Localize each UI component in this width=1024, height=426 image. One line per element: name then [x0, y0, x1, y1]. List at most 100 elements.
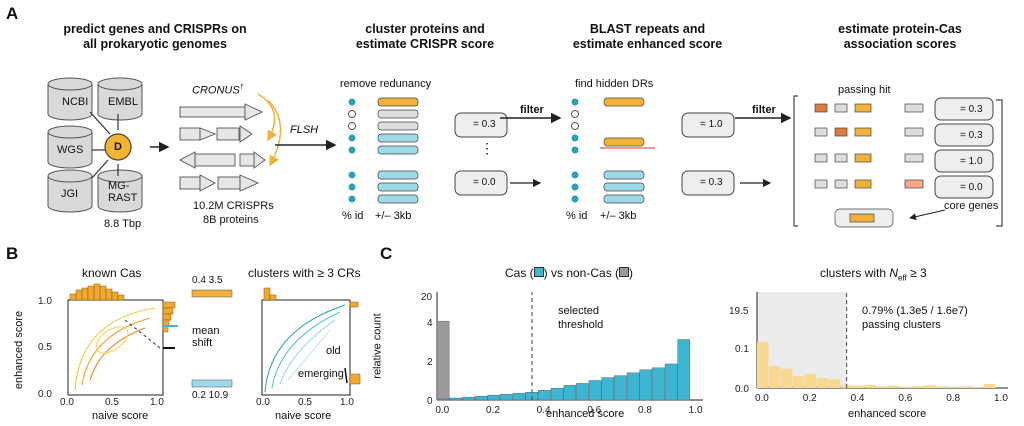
c-left-xlabel: enhanced score [546, 408, 625, 420]
bar-0-1-11 [576, 383, 589, 401]
c-xtick-0-3: 0.6 [587, 405, 601, 416]
bar-1-0-18 [972, 387, 984, 388]
bar-1-0-13 [912, 386, 924, 388]
c-passing-text: 0.79% (1.3e5 / 1.6e7) passing clusters [862, 305, 968, 331]
bar-1-0-12 [900, 386, 912, 388]
svg-text:1.0: 1.0 [150, 397, 164, 408]
window-label-1: +/– 3kb [375, 210, 412, 222]
score-box-1 [454, 112, 508, 138]
b-emerging-label: emerging [298, 368, 344, 380]
svg-text:1.0: 1.0 [340, 397, 354, 408]
c-xtick-1-3: 0.6 [898, 393, 912, 404]
db-hub-label: D [114, 141, 122, 153]
db-ncbi [47, 77, 93, 121]
c-right-title: clusters with Neff ≥ 3 [820, 266, 927, 283]
assoc-score-3: = 1.0 [960, 156, 983, 167]
svg-text:0.5: 0.5 [298, 397, 312, 408]
c-right-xlabel: enhanced score [848, 408, 927, 420]
bar-0-1-5 [500, 393, 513, 401]
panel-a-diagram [47, 77, 1003, 228]
bar-1-0-15 [936, 386, 948, 388]
window-label-2: +/– 3kb [600, 210, 637, 222]
svg-text:0.0: 0.0 [38, 389, 52, 400]
score-box-4 [681, 170, 735, 196]
tool-name: CRONUS† [192, 84, 244, 97]
pct-id-label-2: % id [566, 210, 588, 222]
bar-0-1-4 [487, 394, 501, 401]
bar-0-1-1 [449, 397, 463, 401]
blast-rows [571, 97, 655, 204]
b-old-label: old [326, 345, 341, 357]
bar-1-0-1 [768, 366, 781, 388]
c-xtick-0-2: 0.4 [537, 405, 551, 416]
bar-1-0-8 [852, 385, 865, 388]
bar-1-0-6 [828, 379, 841, 388]
core-genes-label: core genes [944, 200, 999, 212]
b-left-top-marginal [69, 283, 125, 301]
crispr-count: 10.2M CRISPRs [193, 200, 274, 212]
panel-label-b: B [6, 244, 19, 263]
bar-1-0-10 [876, 386, 888, 388]
c-ytick-0-2: 4 [427, 318, 433, 329]
protein-cluster-rows [348, 97, 419, 204]
score-box-3-text: = 1.0 [700, 119, 723, 130]
passing-hit-label: passing hit [838, 84, 891, 96]
b-right-marginals [263, 287, 361, 385]
assoc-score-4: = 0.0 [960, 182, 983, 193]
bar-0-1-6 [512, 392, 526, 401]
bar-1-0-19 [984, 384, 996, 388]
svg-text:0.0: 0.0 [256, 397, 270, 408]
assoc-score-2: = 0.3 [960, 130, 983, 141]
b-right-xlabel: naive score [275, 410, 332, 422]
db-mgrast-label: MG- RAST [108, 180, 138, 204]
bar-0-1-19 [677, 339, 691, 401]
bar-1-0-9 [864, 384, 877, 388]
svg-text:0.5: 0.5 [105, 397, 119, 408]
bar-0-1-18 [664, 363, 678, 401]
c-xtick-0-5: 1.0 [689, 405, 703, 416]
bar-0-1-15 [626, 372, 640, 401]
bar-0-1-0 [436, 398, 450, 401]
bar-0-1-17 [652, 367, 665, 401]
c-xtick-1-0: 0.0 [755, 393, 769, 404]
svg-text:0.0: 0.0 [60, 397, 74, 408]
step-title-3: BLAST repeats and estimate enhanced scor… [572, 22, 723, 51]
b-cbar2-range: 0.2 10.9 [192, 390, 229, 401]
bar-1-0-3 [792, 376, 805, 388]
bar-1-0-0 [757, 342, 769, 388]
panel-label-c: C [380, 244, 393, 263]
remove-redundancy-label: remove redunancy [340, 78, 432, 90]
bar-0-1-3 [474, 395, 488, 401]
b-left-right-marginal [162, 301, 176, 333]
c-ytick-1-2: 19.5 [729, 306, 749, 317]
step-title-2: cluster proteins and estimate CRISPR sco… [355, 22, 495, 51]
c-ytick-1-0: 0.0 [735, 384, 749, 395]
c-xtick-1-1: 0.2 [803, 393, 817, 404]
c-xtick-0-1: 0.2 [486, 405, 500, 416]
score-box-2 [454, 170, 508, 196]
bar-0-1-8 [538, 390, 551, 401]
association-rows [814, 103, 924, 228]
bar-1-0-17 [960, 386, 972, 388]
bar-1-0-14 [924, 385, 936, 388]
c-left-title: Cas () vs non-Cas () [505, 266, 634, 280]
filter-label-1: filter [520, 104, 544, 116]
svg-text:0.5: 0.5 [38, 342, 52, 353]
data-hub-circle [104, 133, 132, 161]
bar-1-0-5 [816, 378, 829, 388]
find-hidden-label: find hidden DRs [575, 78, 654, 90]
score-box-3 [681, 112, 735, 138]
bar-0-1-10 [563, 385, 577, 401]
db-size: 8.8 Tbp [104, 218, 142, 230]
bar-0-1-12 [588, 380, 602, 401]
noncas-swatch [619, 267, 630, 277]
bar-0-1-9 [550, 388, 564, 401]
c-ytick-0-1: 2 [427, 357, 433, 368]
db-wgs [47, 125, 93, 169]
b-left-xlabel: naive score [92, 410, 149, 422]
c-ytick-0-3: 20 [421, 292, 433, 303]
step-title-4: estimate protein-Cas association scores [838, 22, 962, 51]
database-cylinders [47, 77, 143, 213]
